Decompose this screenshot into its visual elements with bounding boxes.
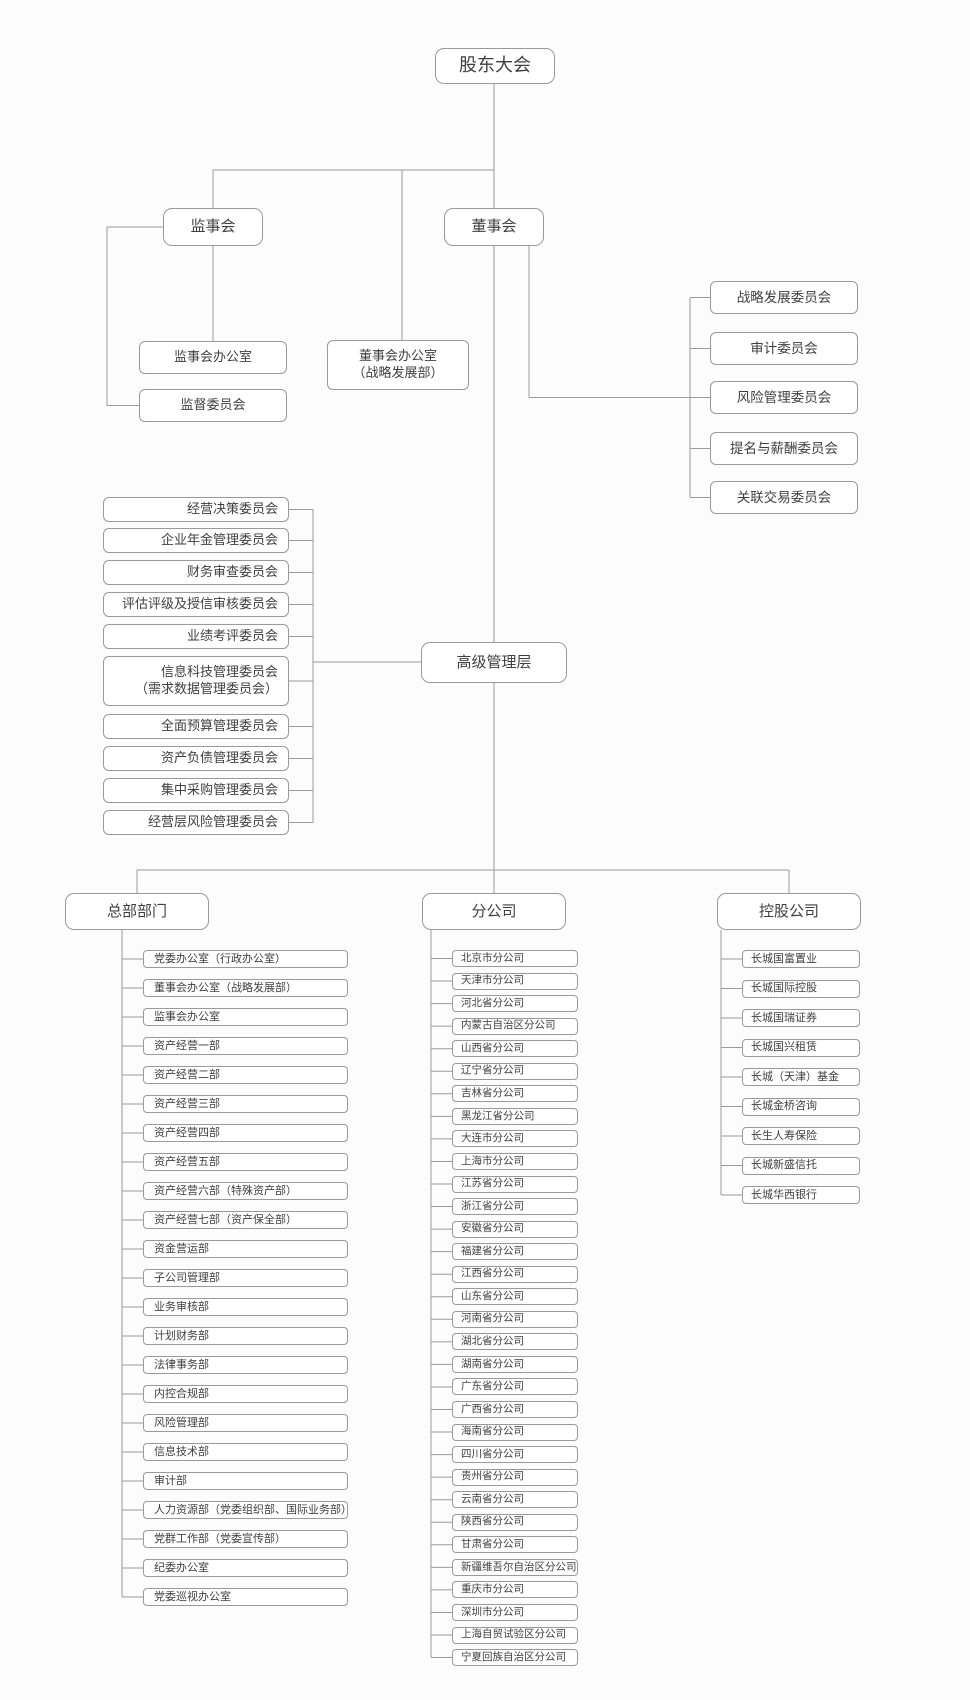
node-branch-companies: 分公司 [422, 893, 566, 930]
branch-company-item: 辽宁省分公司 [452, 1062, 578, 1080]
holding-company-item: 长城金桥咨询 [742, 1097, 860, 1116]
holding-company-item: 长城（天津）基金 [742, 1068, 860, 1086]
hq-department-item: 子公司管理部 [143, 1269, 348, 1287]
branch-company-item: 江苏省分公司 [452, 1175, 578, 1193]
it-committee-line1: 信息科技管理委员会 [160, 664, 278, 680]
branch-company-item: 云南省分公司 [452, 1491, 578, 1509]
holding-company-item: 长城华西银行 [742, 1186, 860, 1204]
branch-company-item: 福建省分公司 [452, 1243, 578, 1261]
node-budget-management-committee: 全面预算管理委员会 [103, 714, 289, 739]
node-performance-appraisal-committee: 业绩考评委员会 [103, 624, 289, 649]
node-nomination-remuneration-committee: 提名与薪酬委员会 [710, 432, 858, 465]
hq-department-item: 党群工作部（党委宣传部） [143, 1530, 348, 1548]
node-enterprise-annuity-committee: 企业年金管理委员会 [103, 528, 289, 553]
it-committee-line2: （需求数据管理委员会） [134, 681, 278, 696]
node-related-transactions-committee: 关联交易委员会 [710, 481, 858, 514]
node-hq-departments: 总部部门 [65, 893, 209, 930]
branch-company-item: 重庆市分公司 [452, 1581, 578, 1599]
branch-company-item: 北京市分公司 [452, 950, 578, 967]
hq-department-item: 资金营运部 [143, 1240, 348, 1258]
node-supervision-committee: 监督委员会 [139, 389, 287, 422]
node-senior-management: 高级管理层 [421, 642, 567, 683]
branch-company-item: 广西省分公司 [452, 1401, 578, 1418]
hq-department-item: 监事会办公室 [143, 1008, 348, 1026]
node-asset-liability-committee: 资产负债管理委员会 [103, 746, 289, 771]
hq-department-item: 人力资源部（党委组织部、国际业务部） [143, 1501, 352, 1519]
branch-company-item: 山东省分公司 [452, 1288, 578, 1306]
node-supervisory-office: 监事会办公室 [139, 341, 287, 374]
hq-department-item: 信息技术部 [143, 1443, 348, 1461]
branch-company-item: 甘肃省分公司 [452, 1536, 578, 1554]
branch-company-item: 山西省分公司 [452, 1040, 578, 1058]
node-audit-committee: 审计委员会 [710, 332, 858, 365]
branch-company-item: 湖北省分公司 [452, 1333, 578, 1351]
branch-company-item: 深圳市分公司 [452, 1603, 578, 1621]
holding-company-item: 长城新盛信托 [742, 1156, 860, 1175]
branch-company-item: 海南省分公司 [452, 1423, 578, 1441]
branch-company-item: 陕西省分公司 [452, 1513, 578, 1531]
branch-company-item: 安徽省分公司 [452, 1220, 578, 1238]
hq-department-item: 业务审核部 [143, 1298, 348, 1316]
node-holding-companies: 控股公司 [717, 893, 861, 930]
branch-company-item: 广东省分公司 [452, 1378, 578, 1396]
branch-company-item: 上海自贸试验区分公司 [452, 1626, 578, 1644]
node-strategy-development-committee: 战略发展委员会 [710, 281, 858, 314]
hq-department-item: 董事会办公室（战略发展部） [143, 979, 348, 997]
holding-company-item: 长城国兴租赁 [742, 1038, 860, 1057]
node-risk-management-committee: 风险管理委员会 [710, 381, 858, 414]
hq-department-item: 资产经营一部 [143, 1037, 348, 1055]
branch-company-item: 四川省分公司 [452, 1446, 578, 1464]
branch-company-item: 黑龙江省分公司 [452, 1107, 578, 1125]
branch-company-item: 河北省分公司 [452, 995, 578, 1013]
hq-department-item: 资产经营五部 [143, 1153, 348, 1171]
hq-department-item: 法律事务部 [143, 1356, 348, 1374]
node-board-office: 董事会办公室 （战略发展部） [327, 340, 469, 390]
branch-company-item: 湖南省分公司 [452, 1355, 578, 1373]
board-office-line2: （战略发展部） [352, 365, 444, 380]
branch-company-item: 宁夏回族自治区分公司 [452, 1649, 578, 1667]
hq-department-item: 资产经营三部 [143, 1095, 348, 1113]
hq-department-item: 计划财务部 [143, 1327, 348, 1345]
node-shareholders-meeting: 股东大会 [435, 48, 555, 84]
node-operating-decision-committee: 经营决策委员会 [103, 497, 289, 522]
hq-department-item: 党委巡视办公室 [143, 1588, 348, 1606]
hq-department-item: 内控合规部 [143, 1385, 348, 1403]
hq-department-item: 资产经营七部（资产保全部） [143, 1211, 348, 1229]
branch-company-item: 贵州省分公司 [452, 1468, 578, 1486]
branch-company-item: 大连市分公司 [452, 1130, 578, 1148]
node-financial-review-committee: 财务审查委员会 [103, 560, 289, 585]
holding-company-item: 长城国富置业 [742, 950, 860, 968]
hq-department-item: 资产经营六部（特殊资产部） [143, 1182, 348, 1200]
branch-company-item: 江西省分公司 [452, 1265, 578, 1283]
board-office-line1: 董事会办公室 [358, 348, 437, 364]
node-supervisory-board: 监事会 [163, 208, 263, 246]
branch-company-item: 新疆维吾尔自治区分公司 [452, 1558, 578, 1576]
branch-company-item: 内蒙古自治区分公司 [452, 1017, 578, 1035]
hq-department-item: 资产经营四部 [143, 1124, 348, 1142]
hq-department-item: 党委办公室（行政办公室） [143, 950, 348, 968]
node-rating-credit-review-committee: 评估评级及授信审核委员会 [103, 592, 289, 617]
branch-company-item: 吉林省分公司 [452, 1085, 578, 1103]
node-operational-risk-committee: 经营层风险管理委员会 [103, 810, 289, 835]
hq-department-item: 纪委办公室 [143, 1559, 348, 1577]
holding-company-item: 长城国际控股 [742, 979, 860, 998]
node-centralized-procurement-committee: 集中采购管理委员会 [103, 778, 289, 803]
holding-company-item: 长城国瑞证券 [742, 1009, 860, 1027]
holding-company-item: 长生人寿保险 [742, 1127, 860, 1145]
branch-company-item: 天津市分公司 [452, 972, 578, 990]
node-it-management-committee: 信息科技管理委员会 （需求数据管理委员会） [103, 656, 289, 706]
branch-company-item: 河南省分公司 [452, 1310, 578, 1328]
node-board-of-directors: 董事会 [444, 208, 544, 246]
hq-department-item: 风险管理部 [143, 1414, 348, 1432]
branch-company-item: 上海市分公司 [452, 1152, 578, 1170]
hq-department-item: 资产经营二部 [143, 1066, 348, 1084]
branch-company-item: 浙江省分公司 [452, 1198, 578, 1216]
hq-department-item: 审计部 [143, 1472, 348, 1490]
